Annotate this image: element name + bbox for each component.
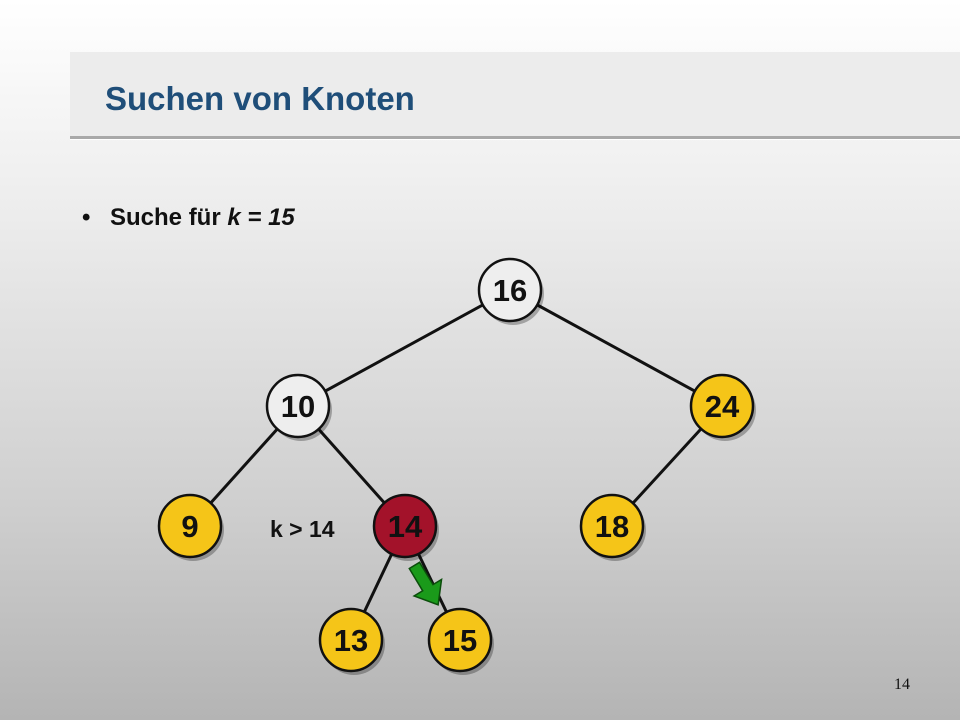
node-circle bbox=[579, 493, 645, 559]
search-direction-arrow bbox=[408, 561, 443, 606]
bullet-key-value: 15 bbox=[268, 204, 295, 231]
tree-node-24: 24 bbox=[689, 373, 756, 441]
bullet-equals: = bbox=[240, 204, 269, 231]
tree-node-14: 14 bbox=[372, 493, 439, 561]
tree-nodes: 16 10 24 9 14 18 13 15 bbox=[157, 257, 756, 675]
title-bar: Suchen von Knoten bbox=[70, 52, 960, 139]
node-circle bbox=[427, 607, 493, 673]
tree-node-18: 18 bbox=[579, 493, 646, 561]
bullet-key-var: k bbox=[227, 204, 241, 231]
bullet-text-prefix: Suche für bbox=[110, 204, 228, 231]
tree-edge bbox=[509, 288, 723, 408]
page-number: 14 bbox=[894, 676, 910, 693]
node-circle bbox=[477, 257, 543, 323]
node-label: 16 bbox=[493, 273, 527, 308]
node-label: 18 bbox=[595, 509, 629, 544]
node-circle bbox=[372, 493, 438, 559]
slide-title: Suchen von Knoten bbox=[105, 80, 415, 117]
node-label: 15 bbox=[443, 623, 477, 658]
green-arrow-icon bbox=[408, 561, 443, 606]
node-label: 9 bbox=[181, 509, 198, 544]
bullet-marker: • bbox=[82, 204, 91, 231]
node-label: 10 bbox=[281, 389, 315, 424]
tree-node-16: 16 bbox=[477, 257, 544, 325]
tree-node-9: 9 bbox=[157, 493, 224, 561]
tree-edge bbox=[297, 288, 511, 408]
arrow-shape bbox=[408, 561, 443, 606]
tree-node-15: 15 bbox=[427, 607, 494, 675]
comparison-label: k > 14 bbox=[270, 516, 335, 542]
node-label: 13 bbox=[334, 623, 368, 658]
tree-node-13: 13 bbox=[318, 607, 385, 675]
node-circle bbox=[157, 493, 223, 559]
tree-node-10: 10 bbox=[265, 373, 332, 441]
node-circle bbox=[318, 607, 384, 673]
node-label: 14 bbox=[388, 509, 423, 544]
node-circle bbox=[689, 373, 755, 439]
tree-edges bbox=[188, 288, 724, 641]
bullet-item: • Suche für k = 15 bbox=[82, 204, 295, 232]
node-label: 24 bbox=[705, 389, 740, 424]
node-circle bbox=[265, 373, 331, 439]
